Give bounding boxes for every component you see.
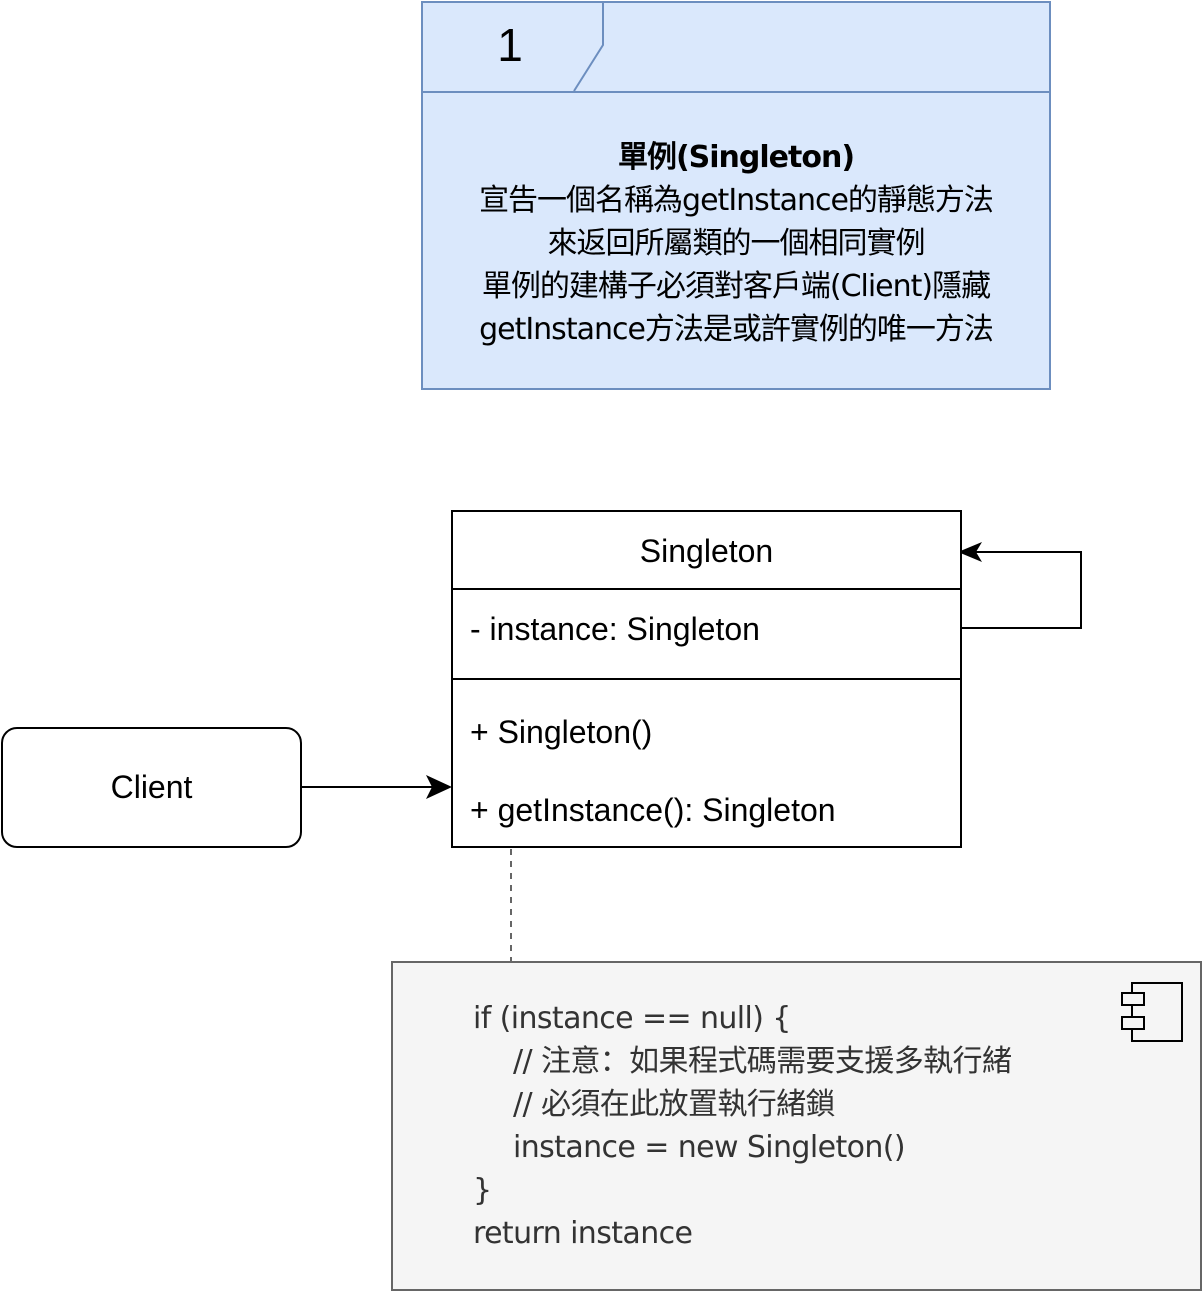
- client-label: Client: [110, 769, 193, 805]
- note-line: 來返回所屬類的一個相同實例: [547, 226, 926, 261]
- client-box[interactable]: Client: [1, 727, 302, 848]
- class-attributes: - instance: Singleton: [453, 590, 960, 680]
- code-line: instance = new Singleton(): [513, 1130, 906, 1165]
- note-title: 單例(Singleton): [617, 140, 855, 175]
- class-name: Singleton: [453, 512, 960, 590]
- class-attribute: - instance: Singleton: [470, 611, 760, 647]
- code-component[interactable]: if (instance == null) { // 注意：如果程式碼需要支援多…: [391, 961, 1202, 1291]
- self-association-arrowhead: [958, 542, 982, 562]
- note-number: 1: [497, 19, 523, 71]
- code-line: return instance: [473, 1216, 693, 1251]
- note-line: 單例的建構子必須對客戶端(Client)隱藏: [481, 269, 991, 304]
- self-association-line[interactable]: [962, 551, 1082, 629]
- code-lines: if (instance == null) { // 注意：如果程式碼需要支援多…: [473, 997, 1012, 1255]
- note-body: 單例(Singleton) 宣告一個名稱為getInstance的靜態方法 來返…: [423, 136, 1049, 351]
- pattern-note-frame[interactable]: 1 單例(Singleton) 宣告一個名稱為getInstance的靜態方法 …: [421, 1, 1051, 390]
- component-icon: [1121, 982, 1183, 1042]
- client-association-arrowhead: [426, 775, 452, 799]
- note-header: 1: [423, 3, 1049, 93]
- note-tab-shape: [573, 3, 604, 92]
- code-line: if (instance == null) {: [473, 1001, 791, 1036]
- singleton-class-box[interactable]: Singleton - instance: Singleton + Single…: [451, 510, 962, 848]
- code-line: }: [473, 1173, 492, 1208]
- class-operation: + getInstance(): Singleton: [470, 792, 836, 828]
- code-line: // 必須在此放置執行緒鎖: [513, 1087, 836, 1122]
- code-line: // 注意：如果程式碼需要支援多執行緒: [513, 1044, 1012, 1079]
- note-line: 宣告一個名稱為getInstance的靜態方法: [479, 183, 994, 218]
- note-line: getInstance方法是或許實例的唯一方法: [479, 312, 994, 347]
- class-operation: + Singleton(): [470, 714, 653, 750]
